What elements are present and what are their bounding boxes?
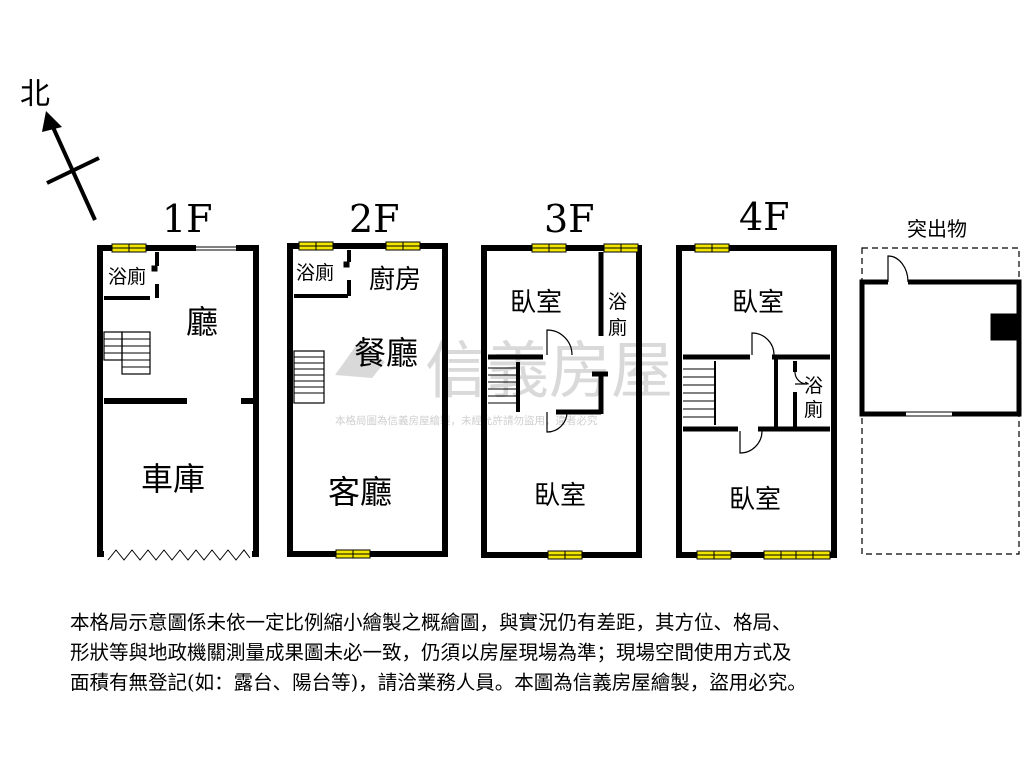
watermark: 信義房屋 本格局圖為信義房屋繪製，未經允許請勿盜用，違者必究 — [335, 334, 673, 427]
disclaimer-line-1: 本格局示意圖係未依一定比例縮小繪製之概繪圖，與實況仍有差距，其方位、格局、 — [70, 611, 792, 634]
room-1f-hall: 廳 — [186, 303, 218, 341]
room-2f-living: 客廳 — [328, 473, 392, 511]
room-3f-bedroom-2: 臥室 — [534, 481, 586, 511]
floor-label-4f: 4F — [739, 195, 790, 239]
floor-1f — [97, 245, 259, 561]
watermark-logo-icon — [335, 340, 385, 378]
floor-4f — [676, 245, 837, 558]
north-arrow-icon — [50, 124, 97, 221]
floor-label-3f: 3F — [544, 197, 595, 241]
room-2f-dining: 餐廳 — [354, 334, 418, 372]
watermark-subtext: 本格局圖為信義房屋繪製，未經允許請勿盜用，違者必究 — [335, 414, 598, 427]
north-label: 北 — [20, 77, 50, 112]
disclaimer: 本格局示意圖係未依一定比例縮小繪製之概繪圖，與實況仍有差距，其方位、格局、 形狀… — [70, 608, 990, 698]
room-4f-bath-1: 浴 — [804, 375, 823, 397]
room-3f-bedroom-1: 臥室 — [510, 288, 562, 318]
floor-plan-diagram: 信義房屋 本格局圖為信義房屋繪製，未經允許請勿盜用，違者必究 北 1F 2F 3… — [20, 77, 1022, 561]
disclaimer-line-3: 面積有無登記(如：露台、陽台等)，請洽業務人員。本圖為信義房屋繪製，盜用必究。 — [70, 671, 807, 694]
room-1f-garage: 車庫 — [141, 460, 205, 498]
floor-label-protrusion: 突出物 — [907, 217, 967, 241]
disclaimer-line-2: 形狀等與地政機關測量成果圖未必一致，仍須以房屋現場為準；現場空間使用方式及 — [70, 641, 792, 664]
room-3f-bath-1: 浴 — [608, 291, 627, 313]
room-3f-bath-2: 廁 — [608, 316, 627, 339]
room-2f-bath: 浴廁 — [296, 261, 334, 284]
room-4f-bedroom-1: 臥室 — [732, 288, 784, 318]
floor-label-2f: 2F — [349, 197, 400, 241]
room-2f-kitchen: 廚房 — [369, 265, 421, 295]
room-4f-bath-2: 廁 — [804, 398, 823, 421]
room-4f-bedroom-2: 臥室 — [729, 485, 781, 515]
compass: 北 — [20, 77, 100, 221]
room-labels: 浴廁 廳 車庫 浴廁 廚房 餐廳 客廳 臥室 浴 廁 臥室 臥室 浴 廁 臥室 — [108, 261, 823, 515]
room-1f-bath: 浴廁 — [108, 265, 146, 288]
floor-label-1f: 1F — [162, 197, 213, 241]
floor-protrusion — [859, 247, 1022, 555]
watermark-brand: 信義房屋 — [425, 334, 673, 407]
